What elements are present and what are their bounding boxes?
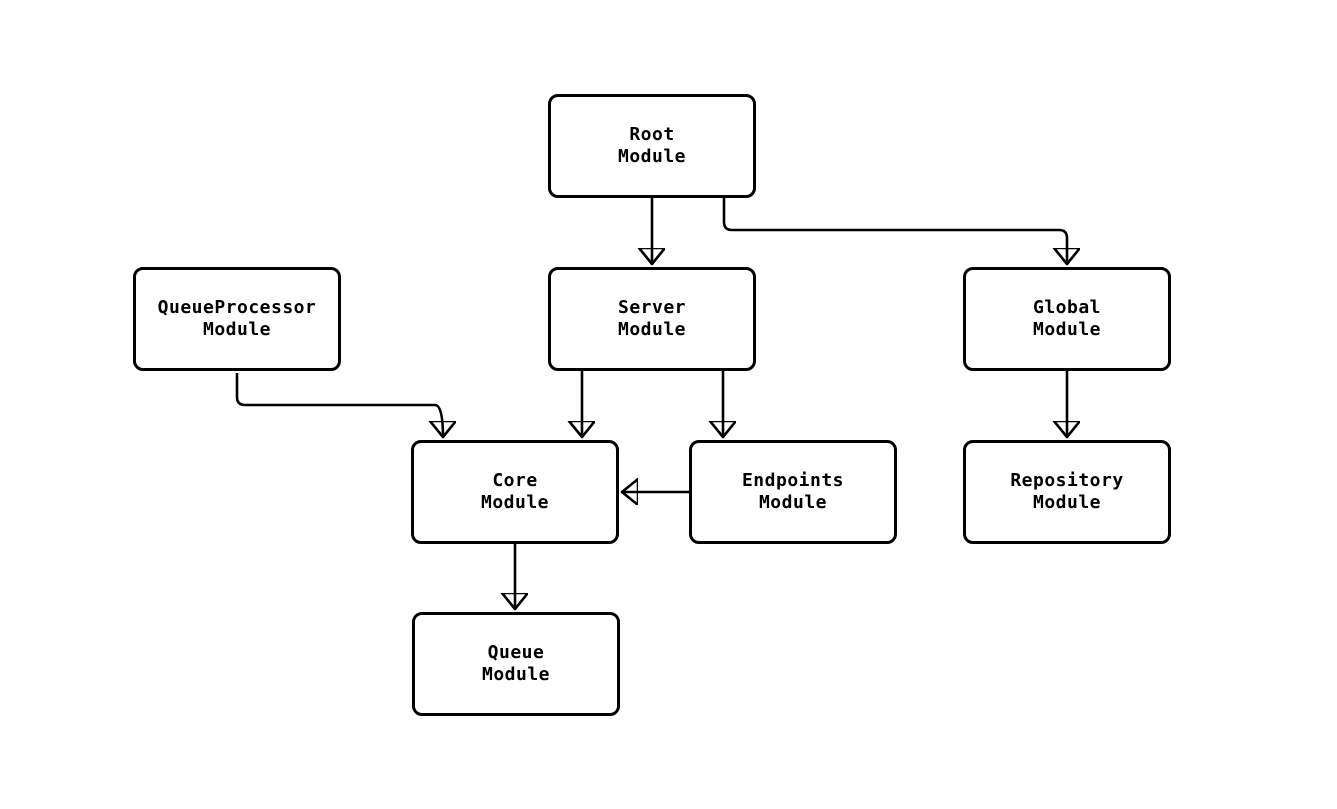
node-queueprocessor-module: QueueProcessor Module: [133, 267, 341, 371]
node-global-module-label: Global Module: [1032, 297, 1102, 340]
node-core-module: Core Module: [411, 440, 619, 544]
node-endpoints-module: Endpoints Module: [689, 440, 897, 544]
edge-queueprocessor-to-core: [235, 373, 443, 437]
node-repository-module: Repository Module: [963, 440, 1171, 544]
node-endpoints-module-label: Endpoints Module: [741, 470, 845, 513]
node-global-module: Global Module: [963, 267, 1171, 371]
node-queue-module-label: Queue Module: [481, 642, 551, 685]
node-queueprocessor-module-label: QueueProcessor Module: [157, 297, 317, 340]
node-root-module: Root Module: [548, 94, 756, 198]
node-server-module-label: Server Module: [617, 297, 687, 340]
node-root-module-label: Root Module: [617, 124, 687, 167]
node-core-module-label: Core Module: [480, 470, 550, 513]
node-repository-module-label: Repository Module: [1010, 470, 1124, 513]
edge-root-to-global: [722, 198, 1067, 264]
node-queue-module: Queue Module: [412, 612, 620, 716]
node-server-module: Server Module: [548, 267, 756, 371]
